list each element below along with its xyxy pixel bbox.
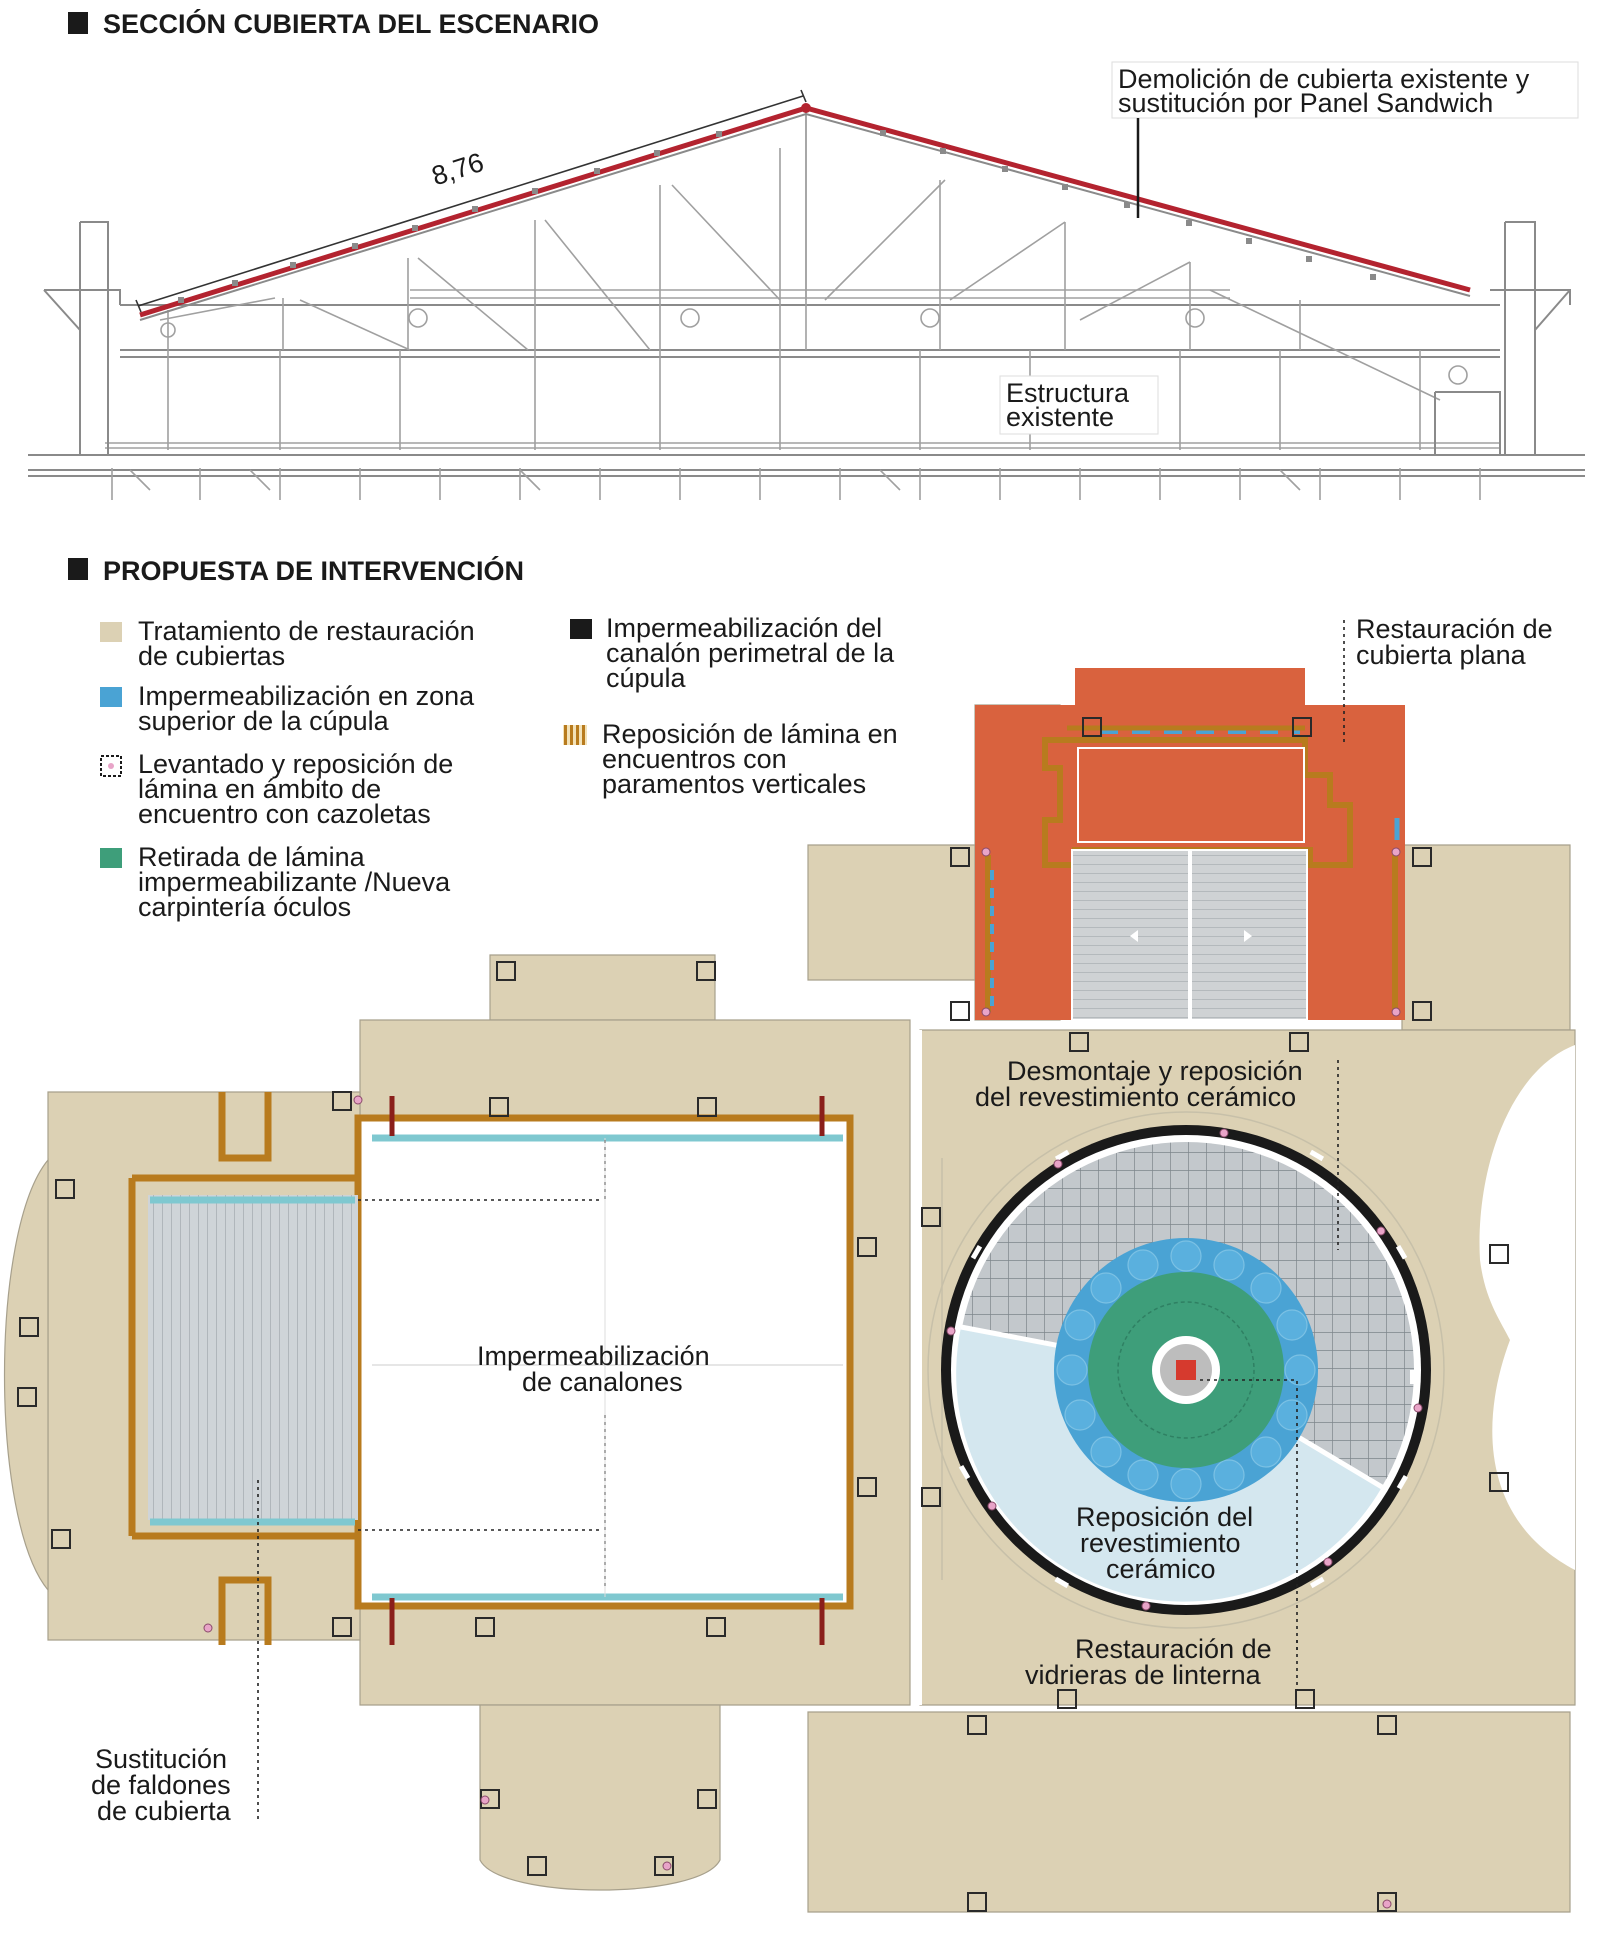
legend-item-3-line-3: encuentro con cazoletas xyxy=(138,799,431,829)
legend-item-5-line-1: Impermeabilización del xyxy=(606,613,882,643)
structure-callout-line-1: Estructura xyxy=(1006,378,1130,408)
legend-item-6-line-2: encuentros con xyxy=(602,744,787,774)
plan-block-bottom-right xyxy=(807,1711,1571,1913)
label-gutters-line-2: de canalones xyxy=(522,1367,683,1397)
legend-swatch-perimeter-gutter xyxy=(570,619,592,639)
demolition-callout: Demolición de cubierta existente y susti… xyxy=(1111,61,1579,218)
label-skirts-line-1: Sustitución xyxy=(95,1744,227,1774)
legend-item-2-line-1: Impermeabilización en zona xyxy=(138,681,475,711)
label-ceramic-replace-line-1: Reposición del xyxy=(1076,1502,1253,1532)
legend-item-6-line-1: Reposición de lámina en xyxy=(602,719,898,749)
legend-item-4-line-3: carpintería óculos xyxy=(138,892,351,922)
plan-block-upper-left-annex xyxy=(807,844,976,981)
proposal-title: PROPUESTA DE INTERVENCIÓN xyxy=(103,555,524,586)
section-header-square xyxy=(68,12,88,34)
legend-swatch-restoration xyxy=(100,622,122,642)
proposal-header-square xyxy=(68,558,88,580)
stage-roof-area xyxy=(354,1114,854,1610)
legend-item-6-line-3: paramentos verticales xyxy=(602,769,866,799)
legend-item-5-line-2: canalón perimetral de la xyxy=(606,638,895,668)
roof-truss-drawing xyxy=(28,103,1585,500)
plan-block-upper-left-small xyxy=(489,954,716,1021)
label-ceramic-replace-line-2: revestimiento xyxy=(1080,1528,1241,1558)
label-flat-roof-line-2: cubierta plana xyxy=(1356,640,1527,670)
legend-item-4-line-1: Retirada de lámina xyxy=(138,842,366,872)
label-ceramic-replace-line-3: cerámico xyxy=(1106,1554,1216,1584)
demolition-callout-line-2: sustitución por Panel Sandwich xyxy=(1118,88,1493,118)
legend-item-3-line-1: Levantado y reposición de xyxy=(138,749,453,779)
label-skirts-line-2: de faldones xyxy=(91,1770,231,1800)
label-flat-roof-line-1: Restauración de xyxy=(1356,614,1553,644)
drain-dots xyxy=(203,847,1423,1909)
structure-callout-line-2: existente xyxy=(1006,402,1114,432)
legend-item-2-line-2: superior de la cúpula xyxy=(138,706,390,736)
label-skirts-line-3: de cubierta xyxy=(97,1796,232,1826)
dome xyxy=(927,1111,1445,1629)
structure-callout: Estructura existente xyxy=(999,375,1159,435)
section-title: SECCIÓN CUBIERTA DEL ESCENARIO xyxy=(103,8,599,39)
label-ceramic-dismantle-line-2: del revestimiento cerámico xyxy=(975,1082,1296,1112)
new-roof-line xyxy=(139,105,1471,318)
legend-item-3-line-2: lámina en ámbito de xyxy=(138,774,381,804)
span-dimension-label: 8,76 xyxy=(428,147,487,191)
label-lantern-line-2: vidrieras de linterna xyxy=(1025,1660,1262,1690)
label-lantern-line-1: Restauración de xyxy=(1075,1634,1272,1664)
demolition-callout-line-1: Demolición de cubierta existente y xyxy=(1118,64,1530,94)
legend-swatch-oculi xyxy=(100,848,122,868)
roof-plan xyxy=(3,668,1576,1913)
span-dimension: 8,76 xyxy=(135,89,807,313)
plan-block-bottom-left xyxy=(479,1704,721,1891)
legend-item-4-line-2: impermeabilizante /Nueva xyxy=(138,867,451,897)
legend: Tratamiento de restauración de cubiertas… xyxy=(100,613,898,922)
plan-labels: Restauración de cubierta plana Desmontaj… xyxy=(91,614,1553,1826)
drain-markers xyxy=(17,717,1509,1912)
legend-item-5-line-3: cúpula xyxy=(606,663,687,693)
label-ceramic-dismantle-line-1: Desmontaje y reposición xyxy=(1007,1056,1303,1086)
legend-swatch-dome-top xyxy=(100,687,122,707)
label-gutters-line-1: Impermeabilización xyxy=(477,1341,710,1371)
legend-item-1-line-1: Tratamiento de restauración xyxy=(138,616,475,646)
legend-swatch-vertical-meetings xyxy=(563,725,587,745)
legend-item-1-line-2: de cubiertas xyxy=(138,641,285,671)
